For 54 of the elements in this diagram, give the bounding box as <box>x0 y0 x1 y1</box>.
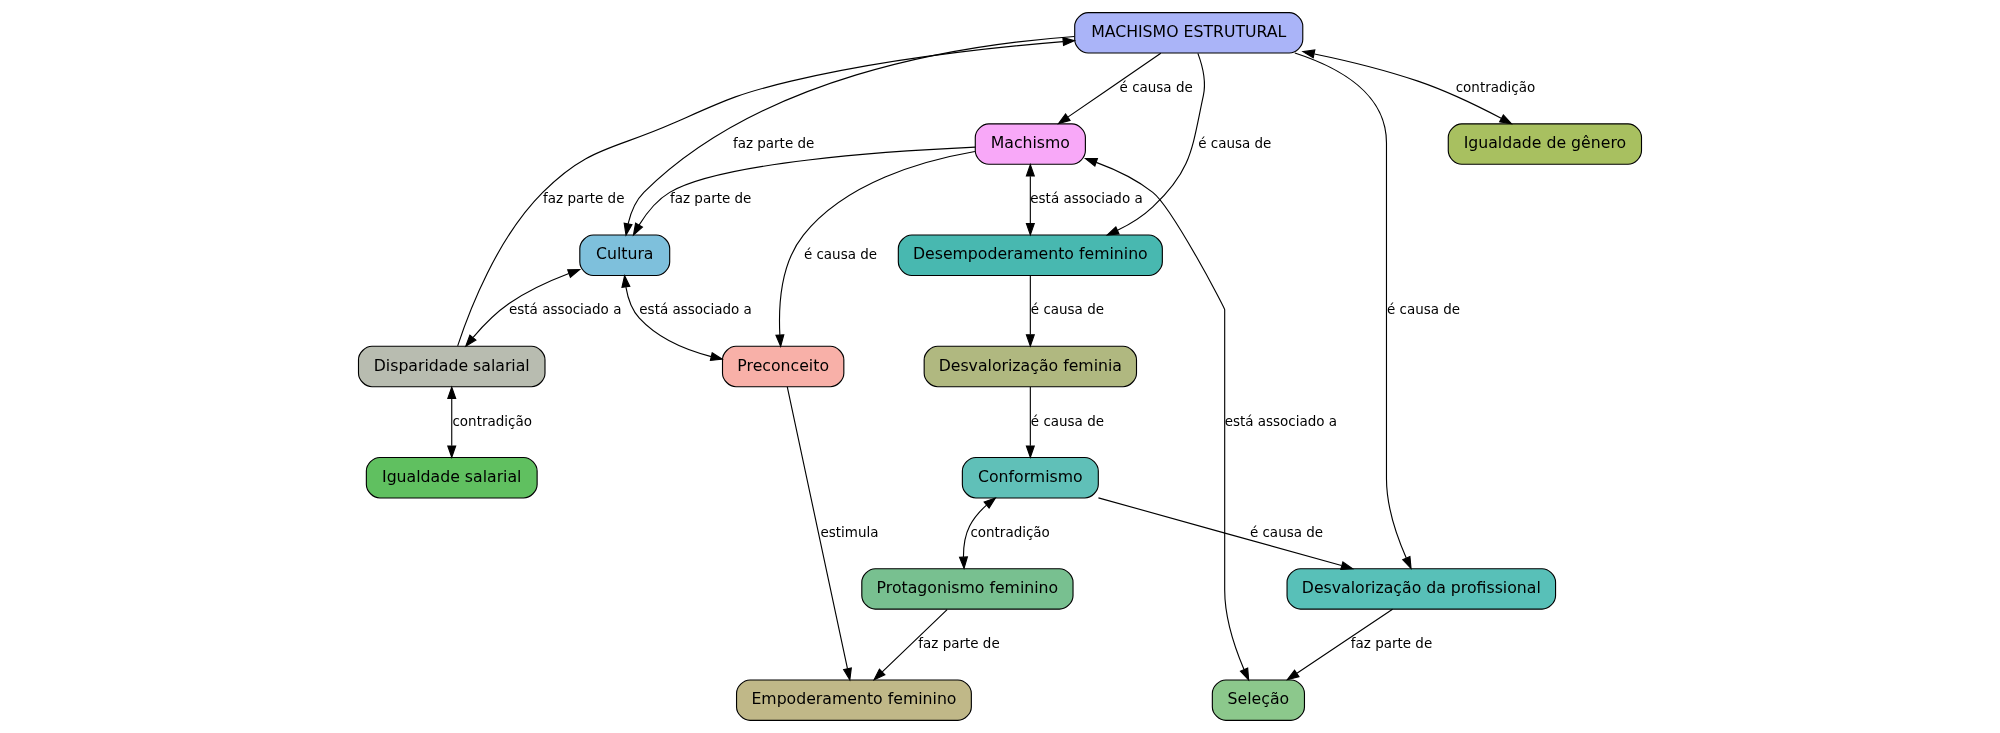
edge-label: contradição <box>452 412 532 429</box>
arrow <box>775 150 976 348</box>
node-box: Seleção <box>1211 679 1305 721</box>
node-box: Protagonismo feminino <box>861 568 1074 610</box>
node-box: Igualdade salarial <box>365 456 538 499</box>
arrow <box>1105 52 1205 236</box>
edge-label: está associado a <box>1224 412 1338 429</box>
edge-label: é causa de <box>1030 412 1104 429</box>
node-box: MACHISMO ESTRUTURAL <box>1074 12 1304 54</box>
node-box: Cultura <box>579 234 671 277</box>
node-box: Desempoderamento feminino <box>897 234 1163 277</box>
arrow <box>958 496 997 571</box>
edge-label: faz parte de <box>543 190 625 207</box>
edge-label: é causa de <box>803 245 878 262</box>
edge-label: contradição <box>1455 78 1536 95</box>
edge-label: faz parte de <box>1350 635 1433 652</box>
arrow <box>1286 608 1394 681</box>
edge-label: faz parte de <box>918 635 1000 652</box>
arrow <box>447 385 457 459</box>
node-box: Igualdade de gênero <box>1447 123 1643 165</box>
node-box: Conformismo <box>961 456 1099 499</box>
edge-label: é causa de <box>1030 301 1104 318</box>
edge-label: é causa de <box>1119 78 1193 95</box>
arrow <box>632 146 976 237</box>
node-box: Machismo <box>974 123 1086 165</box>
arrow <box>1301 49 1513 125</box>
arrow <box>1057 52 1162 125</box>
edge-label: faz parte de <box>732 134 815 151</box>
edge-label: está associado a <box>639 301 752 318</box>
node-box: Preconceito <box>721 345 845 388</box>
node-box: Desvalorização feminia <box>923 345 1138 388</box>
edge-label: estimula <box>820 523 879 540</box>
edge-label: está associado a <box>509 301 622 318</box>
arrow <box>621 274 724 362</box>
arrow <box>1025 386 1036 459</box>
edge-label: está associado a <box>1030 190 1143 207</box>
edge-label: é causa de <box>1249 523 1324 540</box>
node-box: Disparidade salarial <box>357 345 546 388</box>
edge-label: contradição <box>970 523 1050 540</box>
arrow <box>464 269 582 348</box>
edge-label: é causa de <box>1386 301 1461 318</box>
arrow <box>1025 162 1036 237</box>
arrow <box>1083 158 1250 682</box>
arrow <box>1294 52 1412 570</box>
edge-label: faz parte de <box>670 190 752 207</box>
node-box: Empoderamento feminino <box>736 679 972 721</box>
arrow <box>623 35 1075 237</box>
arrow <box>457 36 1077 347</box>
edge-label: é causa de <box>1198 134 1272 151</box>
arrow <box>1025 275 1036 348</box>
arrow <box>786 386 852 682</box>
arrow <box>1097 497 1355 571</box>
node-box: Desvalorização da profissional <box>1286 568 1557 610</box>
arrow <box>872 609 948 681</box>
